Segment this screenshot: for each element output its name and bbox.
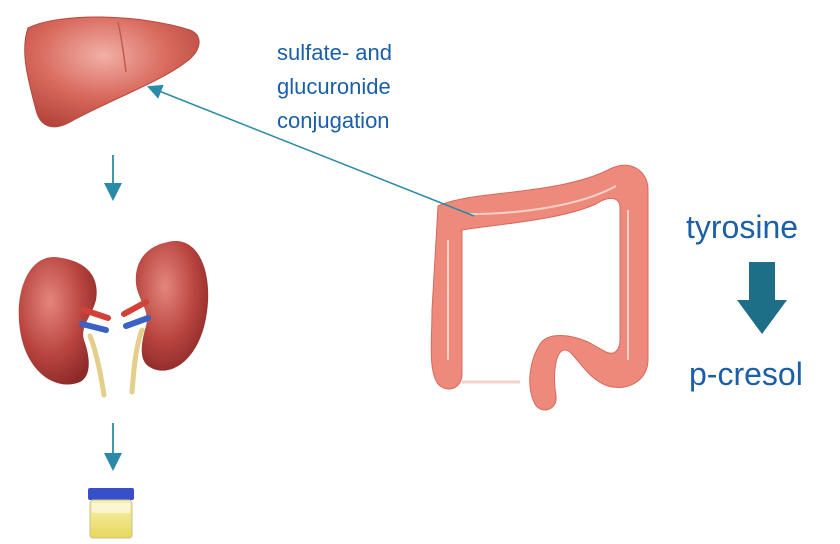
conjugation-label-line-1: sulfate- and bbox=[277, 39, 392, 66]
conversion-arrow bbox=[737, 262, 787, 334]
conjugation-label-line-3: conjugation bbox=[277, 107, 390, 134]
colon-icon bbox=[431, 165, 648, 410]
urine-cup-icon bbox=[88, 488, 134, 538]
conjugation-label-line-2: glucuronide bbox=[277, 73, 391, 100]
kidneys-icon bbox=[19, 241, 208, 395]
p-cresol-label: p-cresol bbox=[689, 356, 803, 392]
liver-icon bbox=[25, 17, 199, 127]
tyrosine-label: tyrosine bbox=[686, 209, 798, 245]
